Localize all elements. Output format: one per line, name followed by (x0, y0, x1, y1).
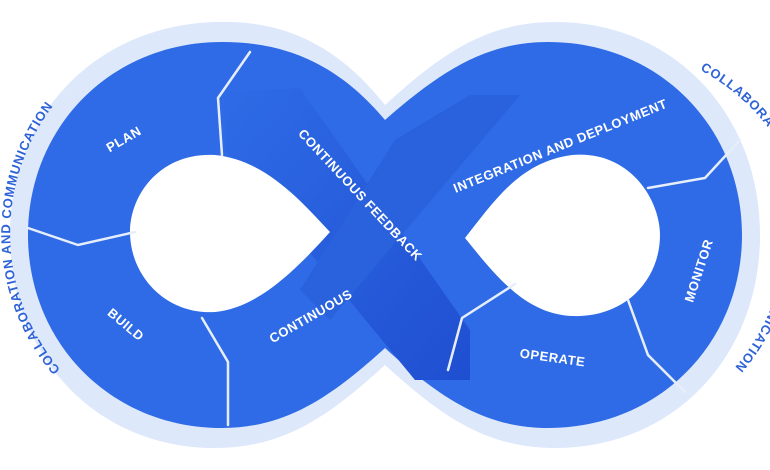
divider-plan-build (26, 226, 137, 247)
left-hole (130, 154, 330, 313)
crossing-band-upper (300, 95, 520, 320)
right-hole (465, 154, 660, 317)
segment-dividers (26, 50, 742, 427)
divider-build-continuous (200, 316, 230, 427)
divider-operate-continuous (446, 282, 517, 372)
divider-plan-feedback (216, 50, 252, 157)
divider-deploy-monitor (646, 138, 742, 190)
divider-monitor-operate (626, 298, 687, 394)
